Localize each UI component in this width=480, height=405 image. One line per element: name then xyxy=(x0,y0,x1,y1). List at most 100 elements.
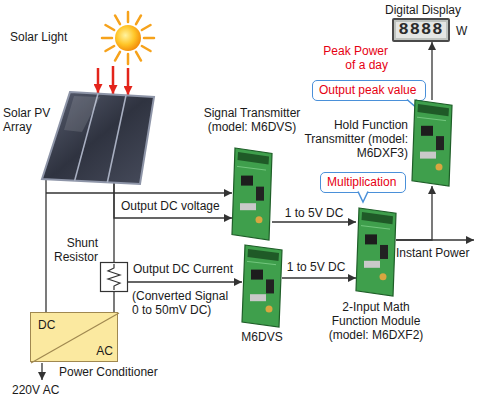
component xyxy=(364,261,380,268)
sun-node: Solar Light xyxy=(100,10,156,66)
callout-tail xyxy=(356,191,372,205)
trace xyxy=(361,226,390,230)
signal-transmitter: Signal Transmitter (model: M6DVS) xyxy=(232,148,272,240)
signal-wire xyxy=(282,277,356,278)
ac-output-label: 220V AC xyxy=(12,383,74,397)
peak-power-label: Peak Power of a day xyxy=(316,44,388,72)
signal-wire xyxy=(113,178,114,262)
component xyxy=(266,305,273,312)
tail-fill xyxy=(357,190,369,202)
chip xyxy=(251,270,263,280)
shunt-label: Shunt Resistor xyxy=(52,236,98,264)
chip xyxy=(266,279,274,293)
signal-wire xyxy=(113,292,114,312)
resistor-symbol xyxy=(108,264,120,290)
sun-ray xyxy=(127,54,130,64)
signal-wire xyxy=(431,42,432,100)
module-label: M6DVS xyxy=(222,330,302,344)
sun-ray xyxy=(142,46,151,51)
sun-ray xyxy=(115,52,120,61)
sun-ray xyxy=(115,15,120,24)
display-title: Digital Display xyxy=(372,3,474,17)
callout-text: Multiplication xyxy=(321,173,402,191)
sun-ray xyxy=(105,25,114,30)
sunlight-arrow xyxy=(127,68,130,95)
board-shape xyxy=(242,245,282,327)
resistor-box xyxy=(101,263,128,292)
sunlight-arrow xyxy=(112,66,115,94)
chip xyxy=(241,176,253,186)
component xyxy=(380,273,387,280)
sun-ray xyxy=(102,37,112,40)
shunt-shape xyxy=(100,262,128,292)
panel-shape xyxy=(42,92,154,184)
pv-array: Solar PV Array xyxy=(42,92,154,184)
panel-cell-line xyxy=(107,95,126,182)
chip xyxy=(436,136,444,150)
voltage-wire xyxy=(46,192,232,193)
wire-label: 1 to 5V DC xyxy=(274,206,354,220)
shunt-resistor: Shunt Resistor xyxy=(100,262,128,292)
sun-disc xyxy=(115,25,141,51)
sun-ray xyxy=(136,15,141,24)
component xyxy=(256,216,263,223)
board-shape xyxy=(412,100,452,186)
board-outline xyxy=(356,208,396,296)
trace xyxy=(237,166,266,170)
component xyxy=(436,164,443,171)
terminal-block xyxy=(418,104,450,116)
module-label: Hold Function Transmitter (model: M6DXF3… xyxy=(302,118,408,160)
ac-label: AC xyxy=(81,344,113,358)
callout-text: Output peak value xyxy=(313,81,422,99)
sun-ray xyxy=(136,52,141,61)
sunlight-arrow xyxy=(97,68,100,93)
panel-frame xyxy=(42,92,154,184)
sun-ray xyxy=(127,12,130,22)
chip xyxy=(256,187,264,201)
ac-output-arrow xyxy=(41,363,42,380)
chip xyxy=(365,234,377,244)
signal-wire xyxy=(128,281,242,282)
dc-label: DC xyxy=(38,318,68,332)
trace xyxy=(417,117,446,120)
power-conditioner: DCACPower Conditioner xyxy=(30,312,118,362)
signal-note: (Converted Signal 0 to 50mV DC) xyxy=(132,289,238,317)
signal-wire xyxy=(396,186,432,240)
wire-label: Output DC Current xyxy=(132,262,234,276)
board-shape xyxy=(232,148,272,240)
terminal-block xyxy=(248,249,280,261)
board-outline xyxy=(232,148,272,240)
signal-wire xyxy=(45,178,46,312)
component xyxy=(250,294,266,301)
wire-label: Output DC voltage xyxy=(120,199,221,213)
callout-bubble: Output peak value xyxy=(312,80,426,101)
chip xyxy=(380,245,388,259)
display-reading: 8888 xyxy=(394,20,448,40)
wire-label: 1 to 5V DC xyxy=(279,260,353,274)
panel-glare xyxy=(64,96,100,132)
signal-wire xyxy=(272,221,356,222)
sun-ray xyxy=(144,37,154,40)
converter-diagonal xyxy=(31,313,119,363)
pv-label: Solar PV Array xyxy=(3,106,53,134)
chip xyxy=(421,126,433,136)
module-label: Signal Transmitter (model: M6DVS) xyxy=(192,106,312,134)
terminal-block xyxy=(238,152,270,165)
callout-bubble: Multiplication xyxy=(320,172,406,193)
trace xyxy=(247,261,276,264)
hold-module: Hold Function Transmitter (model: M6DXF3… xyxy=(412,100,452,186)
sun-label: Solar Light xyxy=(10,30,94,44)
component xyxy=(240,203,256,210)
component xyxy=(420,152,436,159)
digital-display: Digital Display8888W xyxy=(392,18,450,42)
unit-label: W xyxy=(456,24,472,38)
board-outline xyxy=(242,245,282,327)
module-label: 2-Input Math Function Module (model: M6D… xyxy=(321,300,431,342)
math-module: 2-Input Math Function Module (model: M6D… xyxy=(356,208,396,296)
signal-transmitter: M6DVS xyxy=(242,245,282,327)
pc-label: Power Conditioner xyxy=(59,365,169,379)
board-shape xyxy=(356,208,396,296)
terminal-block xyxy=(362,212,394,224)
output-label: Instant Power xyxy=(396,246,476,260)
